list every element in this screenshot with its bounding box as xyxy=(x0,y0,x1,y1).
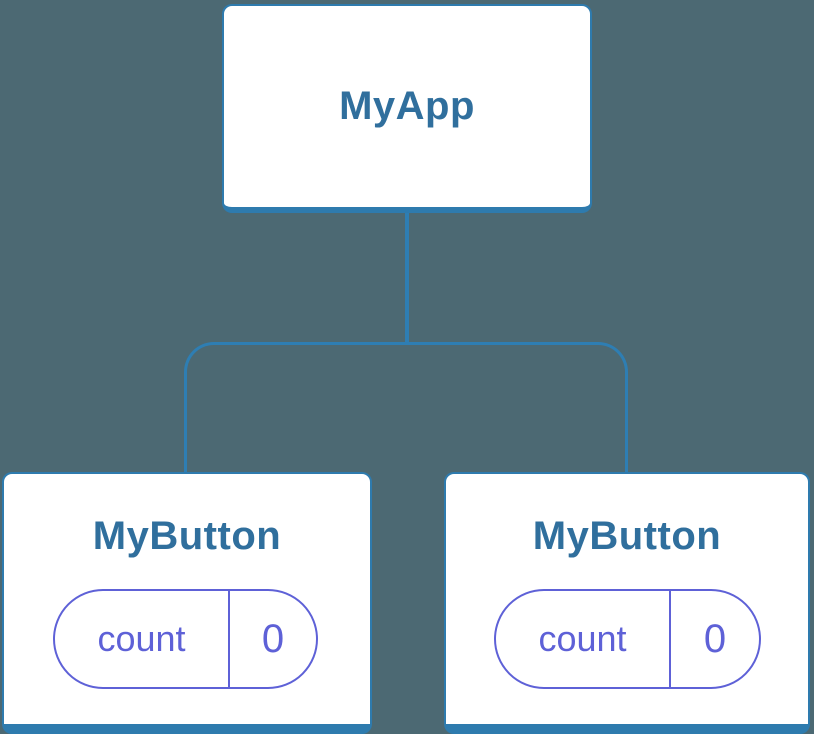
state-badge-right: count 0 xyxy=(494,589,761,689)
node-mybutton-left: MyButton count 0 xyxy=(2,472,372,734)
node-myapp: MyApp xyxy=(222,4,592,213)
state-key-right: count xyxy=(496,591,671,687)
node-mybutton-left-label: MyButton xyxy=(92,514,282,558)
connector-stem xyxy=(405,213,409,345)
state-value-left: 0 xyxy=(261,616,285,661)
state-key-left: count xyxy=(55,591,230,687)
state-value-right: 0 xyxy=(703,616,727,661)
state-badge-left: count 0 xyxy=(53,589,318,689)
node-myapp-label: MyApp xyxy=(339,84,475,128)
node-mybutton-right-label: MyButton xyxy=(532,514,722,558)
node-mybutton-right: MyButton count 0 xyxy=(444,472,810,734)
connector-branch xyxy=(184,342,628,473)
